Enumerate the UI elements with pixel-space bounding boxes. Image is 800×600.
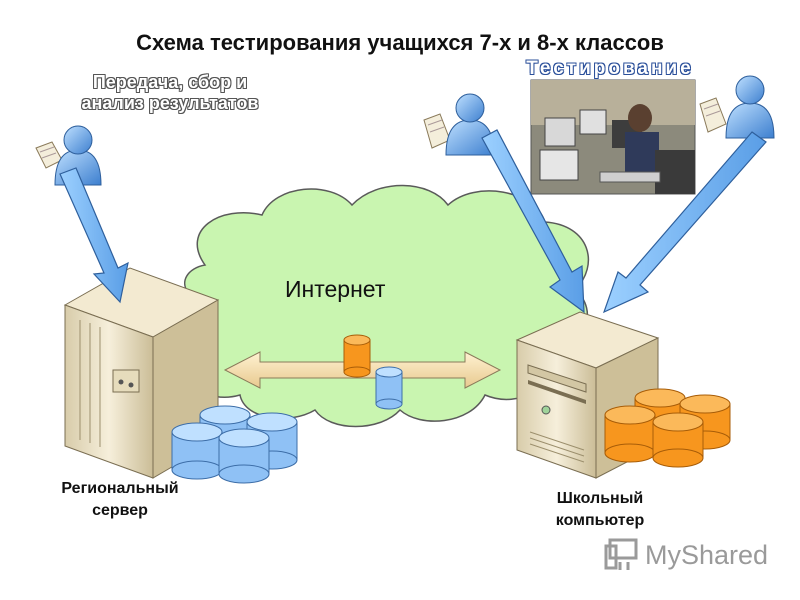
arrow-user-to-computer-2 — [602, 131, 767, 314]
label-internet: Интернет — [285, 276, 386, 302]
user-icon — [725, 75, 775, 139]
label-regional-server: Региональный сервер — [61, 480, 179, 519]
database-cluster-orange — [604, 388, 731, 468]
database-icon-blue-small — [375, 366, 403, 410]
myshared-logo-icon — [604, 538, 638, 570]
label-testing: Тестирование — [526, 58, 694, 79]
database-icon — [652, 412, 704, 468]
diagram-title: Схема тестирования учащихся 7-х и 8-х кл… — [136, 30, 664, 55]
database-icon — [604, 405, 656, 463]
document-icon — [423, 113, 451, 149]
label-school-computer: Школьный компьютер — [555, 490, 645, 529]
database-cluster-blue — [171, 405, 298, 484]
photo-classroom — [530, 79, 696, 195]
database-icon — [218, 428, 270, 484]
watermark: MyShared — [645, 540, 769, 570]
server-icon — [63, 267, 220, 479]
arrow-user-to-server — [59, 167, 129, 304]
database-icon-orange-small — [343, 334, 371, 378]
arrow-user-to-computer-1 — [481, 129, 585, 314]
label-transfer-results: Передача, сбор и анализ результатов — [81, 72, 259, 113]
user-icon — [445, 93, 495, 156]
document-icon — [699, 97, 727, 133]
